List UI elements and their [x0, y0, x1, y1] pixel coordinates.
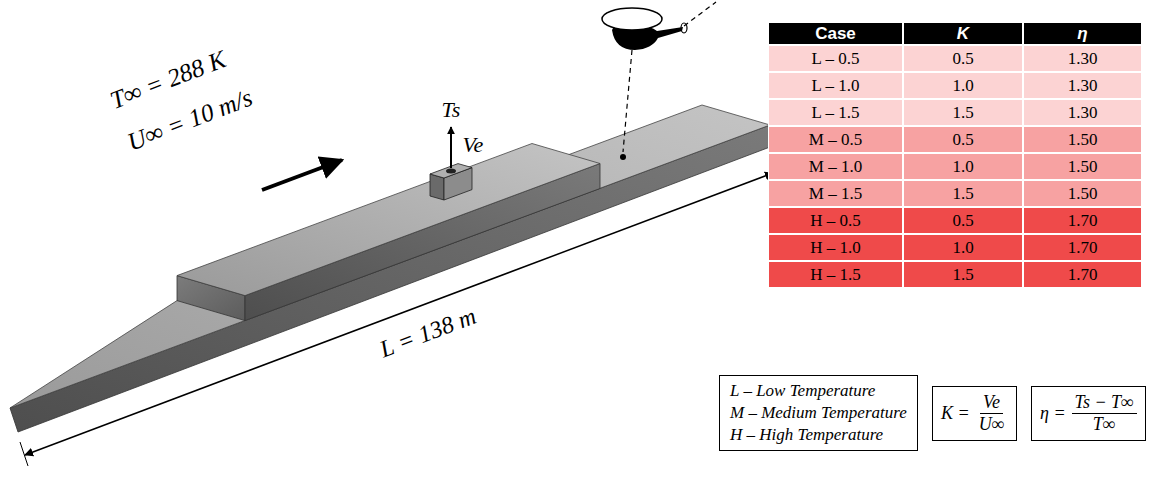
formula-box: K = VeU∞ — [932, 386, 1017, 441]
table-text: 0.5 — [952, 130, 973, 150]
table-text: 1.30 — [1068, 103, 1098, 123]
table-text: 1.70 — [1068, 211, 1098, 231]
table-text: 1.30 — [1068, 76, 1098, 96]
table-text: L – 1.5 — [811, 103, 859, 123]
table-text: H – 1.5 — [810, 265, 861, 285]
length-dimension — [25, 173, 773, 455]
table-cell: M – 0.5 — [768, 126, 903, 153]
table-cell: 1.70 — [1023, 207, 1142, 234]
legend-line: M – Medium Temperature — [730, 402, 907, 424]
table-cell: 1.30 — [1023, 45, 1142, 72]
helicopter-rotor — [602, 8, 662, 30]
table-text: M – 1.5 — [809, 184, 862, 204]
table-text: Case — [815, 24, 856, 44]
table-text: 1.70 — [1068, 265, 1098, 285]
helicopter-drop-line — [623, 50, 632, 152]
length-label: L = 138 m — [376, 303, 480, 364]
table-header-cell: Case — [768, 22, 903, 45]
table-text: η — [1077, 24, 1087, 44]
table-cell: M – 1.5 — [768, 180, 903, 207]
table-cell: 1.5 — [903, 261, 1023, 288]
table-text: 1.50 — [1068, 157, 1098, 177]
table-text: L – 1.0 — [811, 76, 859, 96]
table-cell: 1.70 — [1023, 261, 1142, 288]
dimension-tick — [20, 442, 28, 466]
table-text: H – 0.5 — [810, 211, 861, 231]
table-cell: 0.5 — [903, 126, 1023, 153]
legend-line: L – Low Temperature — [730, 380, 907, 402]
table-cell: 1.0 — [903, 234, 1023, 261]
formula-lhs: η = — [1040, 403, 1066, 424]
table-cell: 1.30 — [1023, 72, 1142, 99]
table-cell: 0.5 — [903, 207, 1023, 234]
stack-left — [430, 174, 444, 200]
table-cell: 1.5 — [903, 180, 1023, 207]
stack-temperature-label: Ts — [442, 97, 461, 123]
table-cell: 1.50 — [1023, 153, 1142, 180]
exhaust-arrow — [450, 127, 452, 168]
table-cell: 1.0 — [903, 153, 1023, 180]
table-text: 1.5 — [952, 184, 973, 204]
superstructure-top — [177, 144, 600, 296]
table-text: H – 1.0 — [810, 238, 861, 258]
fraction: VeU∞ — [976, 392, 1008, 435]
table-text: 0.5 — [952, 49, 973, 69]
formula-lhs: K = — [941, 403, 970, 424]
table-text: 1.50 — [1068, 130, 1098, 150]
legend-box: L – Low TemperatureM – Medium Temperatur… — [719, 375, 918, 451]
denominator: U∞ — [976, 414, 1008, 435]
table-cell: 1.70 — [1023, 234, 1142, 261]
table-text: 1.50 — [1068, 184, 1098, 204]
table-cell: L – 1.5 — [768, 99, 903, 126]
table-text: 1.0 — [952, 157, 973, 177]
fraction: Ts − T∞T∞ — [1072, 392, 1137, 435]
table-text: 0.5 — [952, 211, 973, 231]
table-text: 1.5 — [952, 265, 973, 285]
table-cell: L – 0.5 — [768, 45, 903, 72]
table-text: M – 1.0 — [809, 157, 862, 177]
table-text: M – 0.5 — [809, 130, 862, 150]
table-header-cell: K — [903, 22, 1023, 45]
numerator: Ts − T∞ — [1072, 392, 1137, 414]
freestream-arrow — [262, 160, 342, 190]
exhaust-velocity-label: Ve — [463, 132, 484, 158]
table-text: 1.5 — [952, 103, 973, 123]
table-text: 1.0 — [952, 76, 973, 96]
table-cell: H – 0.5 — [768, 207, 903, 234]
table-cell: M – 1.0 — [768, 153, 903, 180]
helicopter-path-line — [684, 2, 716, 26]
table-cell: L – 1.0 — [768, 72, 903, 99]
numerator: Ve — [980, 392, 1003, 414]
table-text: 1.30 — [1068, 49, 1098, 69]
formula-box: η = Ts − T∞T∞ — [1031, 386, 1146, 441]
table-cell: 0.5 — [903, 45, 1023, 72]
table-header-cell: η — [1023, 22, 1142, 45]
table-cell: H – 1.5 — [768, 261, 903, 288]
denominator: T∞ — [1090, 414, 1119, 435]
table-cell: H – 1.0 — [768, 234, 903, 261]
helicopter-tail-rotor — [681, 23, 687, 33]
hull-side — [10, 125, 770, 432]
table-text: 1.70 — [1068, 238, 1098, 258]
table-cell: 1.30 — [1023, 99, 1142, 126]
stack-outlet — [446, 169, 456, 174]
legend-line: H – High Temperature — [730, 424, 907, 446]
table-text: 1.0 — [952, 238, 973, 258]
table-cell: 1.50 — [1023, 180, 1142, 207]
table-text: K — [957, 24, 969, 44]
table-cell: 1.5 — [903, 99, 1023, 126]
table-cell: 1.0 — [903, 72, 1023, 99]
table-text: L – 0.5 — [811, 49, 859, 69]
lower-deck — [10, 105, 770, 408]
helipad-dot — [620, 154, 626, 160]
table-cell: 1.50 — [1023, 126, 1142, 153]
